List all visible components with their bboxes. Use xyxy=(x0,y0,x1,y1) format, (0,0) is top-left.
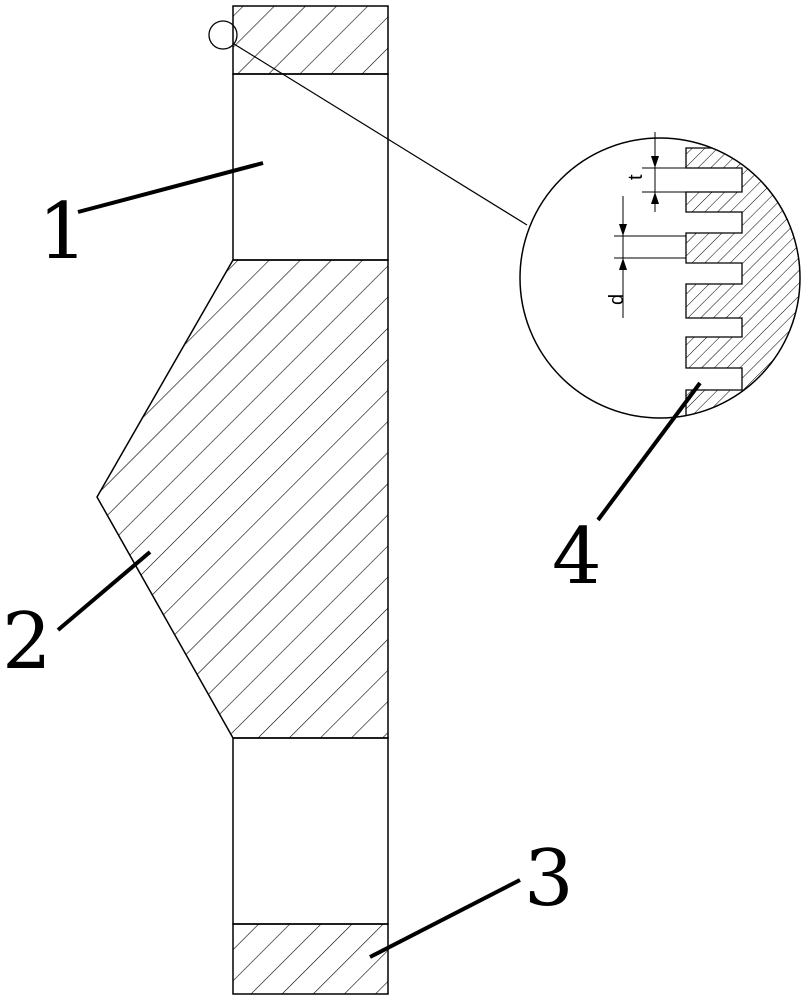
leader-3 xyxy=(370,880,520,957)
leader-2 xyxy=(58,552,150,630)
main-body xyxy=(97,6,388,994)
dimension-t: t xyxy=(625,132,686,212)
detail-view: t d xyxy=(520,132,807,420)
callout-3: 3 xyxy=(524,834,574,924)
dimension-t-label: t xyxy=(625,174,647,180)
upper-open-section xyxy=(233,74,388,260)
lower-open-section xyxy=(233,738,388,924)
leader-1 xyxy=(78,163,263,212)
callout-4: 4 xyxy=(552,512,602,602)
bottom-hatched-band xyxy=(233,924,388,994)
callout-2: 2 xyxy=(2,597,52,687)
leader-4 xyxy=(598,383,700,520)
callout-1: 1 xyxy=(38,187,88,277)
top-hatched-band xyxy=(233,6,388,74)
wedge-hatched-section xyxy=(97,260,388,738)
dimension-d-label: d xyxy=(606,294,628,305)
dimension-d: d xyxy=(606,196,686,318)
detail-comb-hatch xyxy=(686,148,807,420)
